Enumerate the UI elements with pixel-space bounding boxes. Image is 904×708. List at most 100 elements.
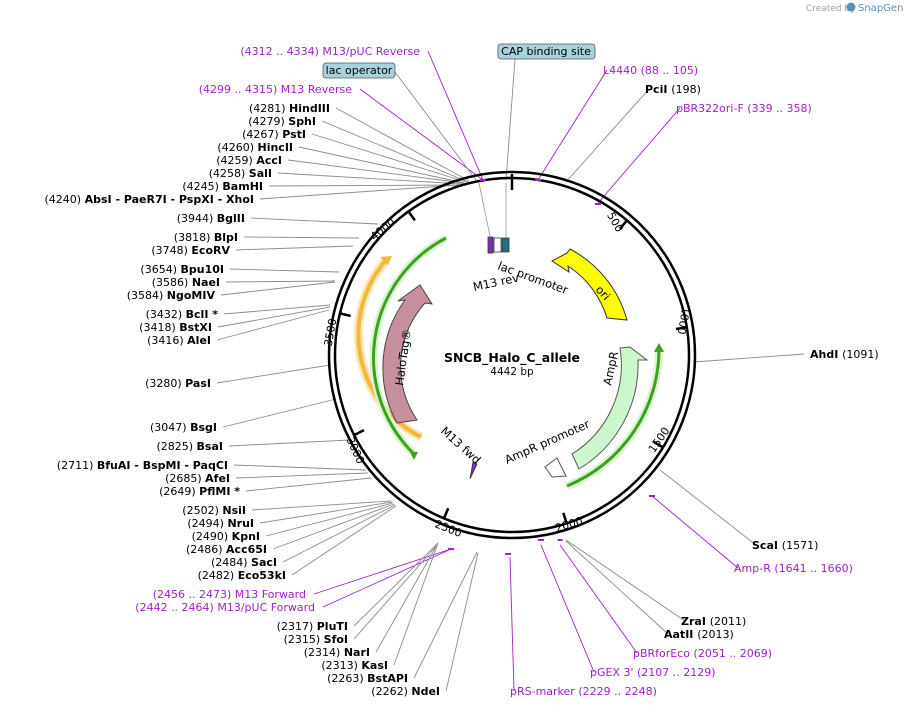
leader-lines bbox=[216, 50, 805, 692]
leader-line bbox=[359, 88, 484, 181]
tick-mark bbox=[353, 428, 365, 437]
leader-line bbox=[298, 146, 465, 184]
leader-line bbox=[565, 88, 650, 183]
primer-label: pGEX 3' (2107 .. 2129) bbox=[590, 666, 716, 679]
enzyme-label: (3432) BclI * bbox=[146, 308, 219, 321]
leader-line bbox=[272, 503, 395, 550]
leader-line bbox=[259, 184, 459, 200]
site-name: M13/pUC Reverse bbox=[322, 45, 420, 58]
site-name: Eco53kI bbox=[238, 569, 286, 582]
site-position: (3818) bbox=[174, 231, 214, 244]
leader-line bbox=[251, 500, 392, 511]
site-name: Amp-R bbox=[734, 562, 774, 575]
backbone-outer-ring bbox=[327, 170, 697, 540]
ampr-arrow bbox=[571, 346, 649, 470]
leader-line bbox=[277, 172, 463, 185]
site-position: (4279) bbox=[248, 115, 288, 128]
enzyme-label: (3418) BstXI bbox=[139, 321, 212, 334]
leader-line bbox=[559, 544, 638, 654]
tick-mark bbox=[652, 440, 664, 449]
site-position: (88 .. 105) bbox=[641, 64, 699, 77]
primer-label: (2456 .. 2473) M13 Forward bbox=[153, 588, 306, 601]
site-name: M13 Reverse bbox=[281, 83, 352, 96]
ampr-label: AmpR bbox=[600, 350, 621, 387]
tick-mark bbox=[562, 512, 568, 524]
site-name: BstXI bbox=[179, 321, 212, 334]
site-position: (3584) bbox=[127, 289, 167, 302]
enzyme-label: (2484) SacI bbox=[211, 556, 277, 569]
site-name: AhdI bbox=[810, 348, 842, 361]
enzyme-label: (3818) BlpI bbox=[174, 231, 238, 244]
site-position: (4258) bbox=[209, 167, 249, 180]
enzyme-label: (3047) BsgI bbox=[150, 421, 217, 434]
tick-mark bbox=[675, 326, 688, 331]
site-name: PflMI * bbox=[199, 485, 240, 498]
site-position: (4299 .. 4315) bbox=[199, 83, 281, 96]
enzyme-label: AhdI (1091) bbox=[810, 348, 879, 361]
leader-line bbox=[311, 133, 467, 183]
ori-arrow bbox=[551, 248, 628, 321]
enzyme-label: (2502) NsiI bbox=[182, 504, 246, 517]
site-name: AccI bbox=[256, 154, 282, 167]
enzyme-label: (2314) NarI bbox=[304, 646, 370, 659]
site-name: AleI bbox=[187, 334, 211, 347]
tick-label: 4000 bbox=[368, 215, 398, 243]
site-position: (2317) bbox=[277, 620, 317, 633]
site-position: (2649) bbox=[159, 485, 199, 498]
site-name: BsaI bbox=[197, 440, 223, 453]
enzyme-label: (2649) PflMI * bbox=[159, 485, 240, 498]
site-name: PluTI bbox=[317, 620, 348, 633]
tick-label: 500 bbox=[604, 210, 626, 235]
m13-fwd-label: M13 fwd bbox=[438, 424, 484, 467]
leader-line bbox=[229, 268, 340, 273]
site-position: (1641 .. 1660) bbox=[774, 562, 853, 575]
leader-line bbox=[287, 159, 464, 184]
site-position: (2315) bbox=[284, 633, 324, 646]
site-position: (2486) bbox=[186, 543, 226, 556]
halotag-feature: HaloTag® bbox=[382, 284, 434, 424]
enzyme-label: (2317) PluTI bbox=[277, 620, 348, 633]
leader-line bbox=[445, 552, 479, 692]
credit-brand: SnapGene bbox=[858, 3, 904, 14]
leader-line bbox=[565, 539, 686, 622]
site-name: BclI * bbox=[186, 308, 219, 321]
site-position: (3748) bbox=[151, 244, 191, 257]
enzyme-label: (4245) BamHI bbox=[182, 180, 263, 193]
green-arrow-right bbox=[565, 343, 664, 490]
site-position: (4312 .. 4334) bbox=[240, 45, 322, 58]
site-position: (2502) bbox=[182, 504, 222, 517]
site-position: (2484) bbox=[211, 556, 251, 569]
enzyme-label: (2262) NdeI bbox=[371, 685, 440, 698]
site-name: HindIII bbox=[289, 102, 330, 115]
site-position: (3944) bbox=[177, 212, 217, 225]
credit-prefix: Created by bbox=[806, 4, 856, 14]
site-name: NsiI bbox=[222, 504, 246, 517]
snapgene-logo-icon bbox=[846, 2, 856, 12]
leader-line bbox=[427, 50, 484, 181]
site-name: ScaI bbox=[752, 539, 782, 552]
site-position: (2262) bbox=[371, 685, 411, 698]
primer-label: (4299 .. 4315) M13 Reverse bbox=[199, 83, 352, 96]
site-position: (2107 .. 2129) bbox=[637, 666, 716, 679]
leader-line bbox=[217, 306, 331, 328]
leader-line bbox=[651, 495, 739, 569]
primer-label: Amp-R (1641 .. 1660) bbox=[734, 562, 853, 575]
site-name: PciI bbox=[645, 83, 671, 96]
site-name: KasI bbox=[361, 659, 388, 672]
enzyme-label: (2486) Acc65I bbox=[186, 543, 267, 556]
site-position: (2011) bbox=[710, 615, 747, 628]
leader-line bbox=[222, 398, 337, 428]
leader-line bbox=[478, 182, 491, 237]
site-name: BlpI bbox=[214, 231, 238, 244]
site-position: (2825) bbox=[156, 440, 196, 453]
enzyme-label: (2711) BfuAI - BspMI - PaqCI bbox=[57, 459, 228, 472]
site-name: pGEX 3' bbox=[590, 666, 637, 679]
leader-line bbox=[228, 439, 351, 447]
site-position: (2685) bbox=[165, 472, 205, 485]
tick-label: 3500 bbox=[322, 317, 340, 347]
enzyme-label: (2315) SfoI bbox=[284, 633, 348, 646]
site-position: (198) bbox=[671, 83, 701, 96]
m13-fwd-feature: M13 fwd bbox=[438, 424, 484, 480]
leader-line bbox=[393, 545, 438, 666]
site-name: pRS-marker bbox=[510, 685, 578, 698]
